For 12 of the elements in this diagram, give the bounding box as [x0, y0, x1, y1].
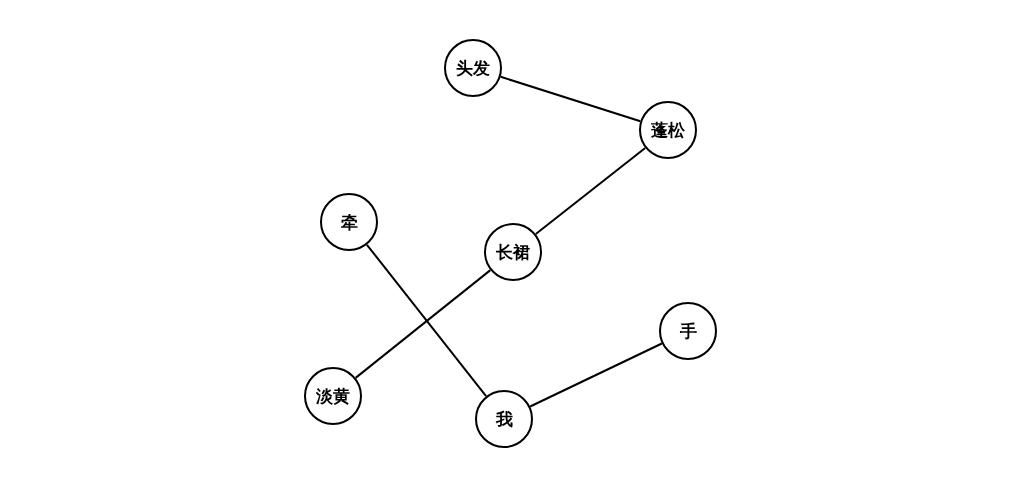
connector-line	[499, 75, 642, 123]
circle-node: 手	[659, 302, 717, 360]
connector-line	[365, 243, 488, 398]
circle-node: 头发	[444, 39, 502, 97]
circle-node: 我	[475, 390, 533, 448]
connector-line	[529, 342, 663, 408]
circle-node: 长裙	[484, 223, 542, 281]
connector-line	[354, 269, 492, 379]
connector-line	[534, 146, 647, 236]
circle-node: 蓬松	[639, 101, 697, 159]
circle-node: 牵	[320, 193, 378, 251]
circle-node: 淡黄	[304, 367, 362, 425]
